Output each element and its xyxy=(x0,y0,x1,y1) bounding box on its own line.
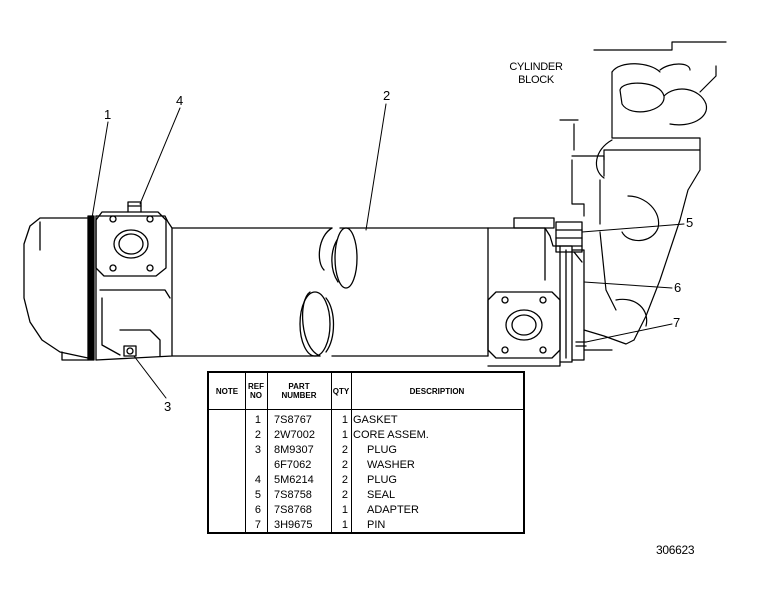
table-row: 4 5M6214 2 PLUG xyxy=(209,473,523,488)
callout-6: 6 xyxy=(674,280,681,295)
gasket xyxy=(87,215,97,361)
table-row: 2 2W7002 1 CORE ASSEM. xyxy=(209,428,523,443)
part-number-cell: 2W7002 xyxy=(274,429,315,441)
callout-3: 3 xyxy=(164,399,171,414)
part-number-cell: 3H9675 xyxy=(274,519,313,531)
part-number-cell: 6F7062 xyxy=(274,459,312,471)
header-description: DESCRIPTION xyxy=(409,386,465,396)
ref-cell: 2 xyxy=(254,429,261,441)
qty-cell: 1 xyxy=(341,429,348,441)
leader-lines xyxy=(91,103,685,399)
cylinder-block-label-line1: CYLINDER xyxy=(509,61,563,73)
header-part-number: PART NUMBER xyxy=(267,373,331,409)
description-cell: CORE ASSEM. xyxy=(353,429,429,441)
header-ref-no: REF NO xyxy=(245,373,267,409)
description-cell: GASKET xyxy=(353,414,398,426)
callout-1: 1 xyxy=(104,107,111,122)
header-note: NOTE xyxy=(215,386,239,396)
description-cell: PIN xyxy=(367,519,386,531)
right-bonnet xyxy=(487,217,587,367)
ref-cell: 1 xyxy=(254,414,261,426)
table-row: 6F7062 2 WASHER xyxy=(209,458,523,473)
ref-cell: 4 xyxy=(254,474,261,486)
qty-cell: 1 xyxy=(341,414,348,426)
left-bonnet xyxy=(95,201,173,361)
table-row: 6 7S8768 1 ADAPTER xyxy=(209,503,523,518)
cylinder-block-label: CYLINDER BLOCK xyxy=(496,61,576,87)
description-cell: WASHER xyxy=(367,459,415,471)
header-part-number-line1: PART xyxy=(288,382,310,391)
parts-table: NOTE REF NO PART NUMBER QTY DESCRIPTION … xyxy=(207,371,525,534)
core-tube-left xyxy=(171,227,333,357)
header-divider xyxy=(209,409,523,410)
qty-cell: 2 xyxy=(341,459,348,471)
callout-4: 4 xyxy=(176,93,183,108)
description-cell: ADAPTER xyxy=(367,504,419,516)
part-number-cell: 5M6214 xyxy=(274,474,314,486)
description-cell: SEAL xyxy=(367,489,396,501)
header-qty: QTY xyxy=(332,386,350,396)
header-part-number-line2: NUMBER xyxy=(281,391,317,400)
part-number-cell: 8M9307 xyxy=(274,444,314,456)
figure-number: 306623 xyxy=(656,543,695,557)
cylinder-block xyxy=(559,41,727,351)
ref-cell: 6 xyxy=(254,504,261,516)
qty-cell: 1 xyxy=(341,504,348,516)
cylinder-block-label-line2: BLOCK xyxy=(518,74,554,86)
part-number-cell: 7S8768 xyxy=(274,504,312,516)
header-ref-no-line1: REF xyxy=(248,382,264,391)
ref-cell: 3 xyxy=(254,444,261,456)
ref-cell: 7 xyxy=(254,519,261,531)
callout-2: 2 xyxy=(383,88,390,103)
table-row: 7 3H9675 1 PIN xyxy=(209,518,523,533)
part-number-cell: 7S8767 xyxy=(274,414,312,426)
col-divider xyxy=(245,373,246,532)
table-row: 1 7S8767 1 GASKET xyxy=(209,413,523,428)
col-divider xyxy=(331,373,332,532)
callout-7: 7 xyxy=(673,315,680,330)
description-cell: PLUG xyxy=(367,444,397,456)
left-housing xyxy=(23,217,89,361)
table-row: 5 7S8758 2 SEAL xyxy=(209,488,523,503)
part-number-cell: 7S8758 xyxy=(274,489,312,501)
callout-5: 5 xyxy=(686,215,693,230)
ref-cell: 5 xyxy=(254,489,261,501)
description-cell: PLUG xyxy=(367,474,397,486)
qty-cell: 2 xyxy=(341,444,348,456)
qty-cell: 2 xyxy=(341,489,348,501)
header-ref-no-line2: NO xyxy=(250,391,262,400)
col-divider xyxy=(351,373,352,532)
table-row: 3 8M9307 2 PLUG xyxy=(209,443,523,458)
qty-cell: 2 xyxy=(341,474,348,486)
core-tube-right xyxy=(299,227,489,357)
qty-cell: 1 xyxy=(341,519,348,531)
col-divider xyxy=(267,373,268,532)
